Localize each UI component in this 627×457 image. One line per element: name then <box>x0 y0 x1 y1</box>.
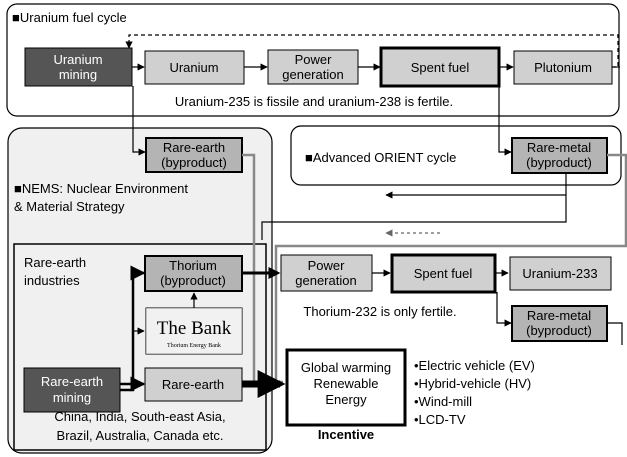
uranium-mining-box <box>24 47 133 87</box>
uranium-233-box <box>509 256 612 291</box>
rare-earth-byproduct-box <box>145 137 243 173</box>
thorium-spent-fuel-box <box>390 253 497 294</box>
countries-line-2: Brazil, Australia, Canada etc. <box>57 428 224 443</box>
uranium-mining-label-2: mining <box>59 67 97 82</box>
rare-earth-byproduct-label-1: Rare-earth <box>163 140 225 155</box>
rare-metal-byproduct-bottom-label-2: (byproduct) <box>526 323 592 338</box>
gray-line-rare-metal-to-incentive <box>274 153 627 382</box>
line-rare-metal-bottom-out <box>607 322 623 345</box>
spent-fuel-label: Spent fuel <box>411 60 470 75</box>
rare-earth-mining-label-1: Rare-earth <box>41 374 103 389</box>
orient-cycle-title: ■Advanced ORIENT cycle <box>305 150 456 165</box>
uranium-mining-label-1: Uranium <box>53 52 102 67</box>
thorium-power-generation-label-2: generation <box>295 273 356 288</box>
uranium-cycle-title: ■Uranium fuel cycle <box>12 10 127 25</box>
rare-metal-byproduct-bottom-label-1: Rare-metal <box>527 308 591 323</box>
power-generation-label-1: Power <box>295 52 333 67</box>
uranium-cycle-note: Uranium-235 is fissile and uranium-238 i… <box>175 94 453 109</box>
power-generation-box <box>267 49 359 85</box>
incentive-box-line-1: Global warming <box>301 360 391 375</box>
arrow-thorium-spent-to-rare-metal <box>496 292 512 327</box>
incentive-label: Incentive <box>318 427 374 442</box>
uranium-box <box>144 50 245 85</box>
thorium-power-generation-label-1: Power <box>308 258 346 273</box>
bank-title: The Bank <box>157 318 232 339</box>
bank-subtitle: Thorium Energy Bank <box>167 343 221 349</box>
thorium-byproduct-label-1: Thorium <box>169 258 217 273</box>
thorium-cycle-note: Thorium-232 is only fertile. <box>303 304 456 319</box>
incentive-bullet-lcd-tv: •LCD-TV <box>414 412 466 427</box>
spent-fuel-box <box>379 46 501 88</box>
rare-earth-mining-label-2: mining <box>53 390 91 405</box>
nems-title-line1: ■NEMS: Nuclear Environment <box>14 181 188 196</box>
nems-title-line2: & Material Strategy <box>14 199 125 214</box>
uranium-233-label: Uranium-233 <box>522 266 597 281</box>
rare-earth-industries-label-2: industries <box>24 273 80 288</box>
countries-line-1: China, India, South-east Asia, <box>54 409 225 424</box>
incentive-box <box>285 348 407 427</box>
thorium-spent-fuel-label: Spent fuel <box>414 266 473 281</box>
incentive-box-line-2: Renewable <box>313 376 378 391</box>
plutonium-box <box>513 50 613 85</box>
thorium-byproduct-label-2: (byproduct) <box>160 273 226 288</box>
thorium-byproduct-box <box>144 255 243 292</box>
rare-metal-byproduct-top-label-2: (byproduct) <box>526 155 592 170</box>
rare-earth-mining-box <box>23 367 121 413</box>
rare-metal-byproduct-top-label-1: Rare-metal <box>527 140 591 155</box>
incentive-bullet-ev: •Electric vehicle (EV) <box>414 358 535 373</box>
plutonium-label: Plutonium <box>534 60 592 75</box>
incentive-box-line-3: Energy <box>325 392 367 407</box>
rare-earth-industries-label-1: Rare-earth <box>24 255 86 270</box>
rare-earth-label: Rare-earth <box>162 377 224 392</box>
power-generation-label-2: generation <box>282 67 343 82</box>
incentive-bullet-windmill: •Wind-mill <box>414 394 472 409</box>
rare-earth-box <box>144 367 243 402</box>
rare-earth-byproduct-label-2: (byproduct) <box>161 155 227 170</box>
arrow-mining-to-rare-earth-byproduct <box>132 86 146 156</box>
arrow-spent-fuel-to-rare-metal <box>498 67 512 156</box>
incentive-bullet-hv: •Hybrid-vehicle (HV) <box>414 376 531 391</box>
uranium-label: Uranium <box>169 60 218 75</box>
black-line-orient-to-thorium <box>261 173 567 240</box>
